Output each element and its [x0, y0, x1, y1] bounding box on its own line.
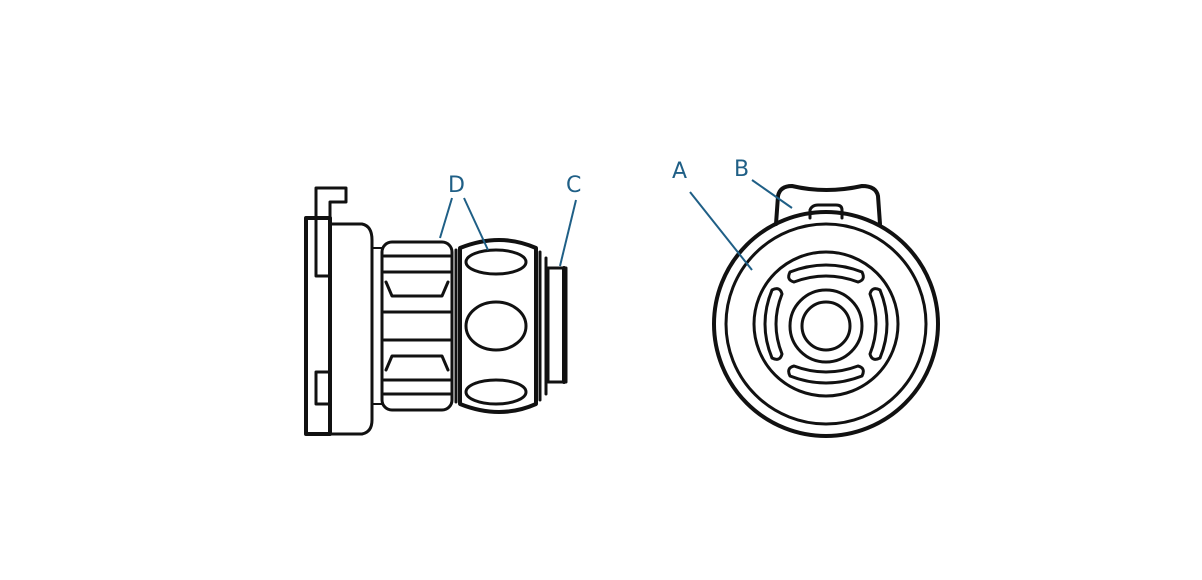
side-view: [304, 186, 568, 436]
leader-d-ball: [463, 197, 489, 251]
callouts: D C A B: [439, 157, 793, 271]
leader-b: [751, 179, 793, 209]
label-b: B: [734, 157, 749, 182]
front-view: [712, 184, 940, 438]
leader-c: [559, 199, 577, 267]
label-c: C: [566, 173, 581, 198]
label-d: D: [448, 173, 465, 198]
label-a: A: [672, 159, 687, 184]
leader-d-ring: [439, 197, 453, 239]
leader-a: [689, 191, 753, 271]
